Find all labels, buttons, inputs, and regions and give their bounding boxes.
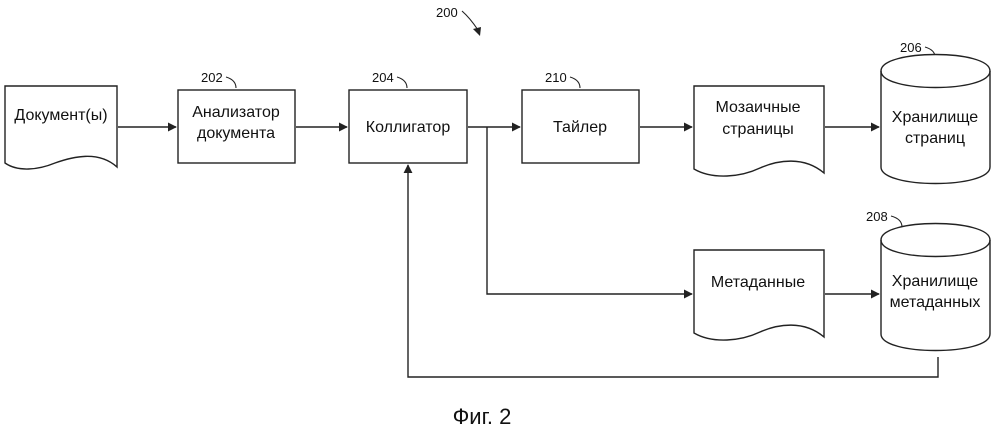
collator-ref-leader [397, 77, 407, 88]
tiler-label: Тайлер [553, 119, 607, 136]
mosaic-pages-node: Мозаичные страницы [694, 86, 824, 176]
tiler-ref-leader [570, 77, 580, 88]
document-shape [5, 86, 117, 169]
analyzer-ref: 202 [201, 70, 223, 85]
figure-number-leader [462, 11, 478, 30]
page-store-ref: 206 [900, 40, 922, 55]
tiler-ref: 210 [545, 70, 567, 85]
documents-node: Документ(ы) [5, 86, 117, 169]
analyzer-label-line1: Анализатор [192, 104, 280, 121]
tiler-node: 210 Тайлер [522, 70, 639, 163]
figure-caption: Фиг. 2 [453, 404, 512, 429]
metadata-store-label-line2: метаданных [890, 294, 981, 311]
collator-label: Коллигатор [366, 119, 451, 136]
figure-number-arrowhead [473, 27, 481, 36]
analyzer-label-line2: документа [197, 125, 275, 142]
metadata-node: Метаданные [694, 250, 824, 340]
metadata-label: Метаданные [711, 274, 805, 291]
metadata-store-ref-leader [891, 216, 902, 227]
metadata-document-shape [694, 250, 824, 340]
documents-label: Документ(ы) [14, 107, 107, 124]
collator-ref: 204 [372, 70, 394, 85]
figure-number: 200 [436, 5, 458, 20]
document-analyzer-node: 202 Анализатор документа [178, 70, 295, 163]
page-store-label-line2: страниц [905, 130, 965, 147]
metadata-store-label-line1: Хранилище [892, 273, 979, 290]
mosaic-pages-label-line1: Мозаичные [716, 99, 801, 116]
metadata-store-ref: 208 [866, 209, 888, 224]
mosaic-pages-label-line2: страницы [722, 121, 794, 138]
figure-reference: 200 [436, 5, 481, 36]
page-store-node: 206 Хранилище страниц [881, 40, 990, 184]
page-store-label-line1: Хранилище [892, 109, 979, 126]
analyzer-ref-leader [226, 77, 236, 88]
metadata-store-node: 208 Хранилище метаданных [866, 209, 990, 351]
collator-node: 204 Коллигатор [349, 70, 467, 163]
